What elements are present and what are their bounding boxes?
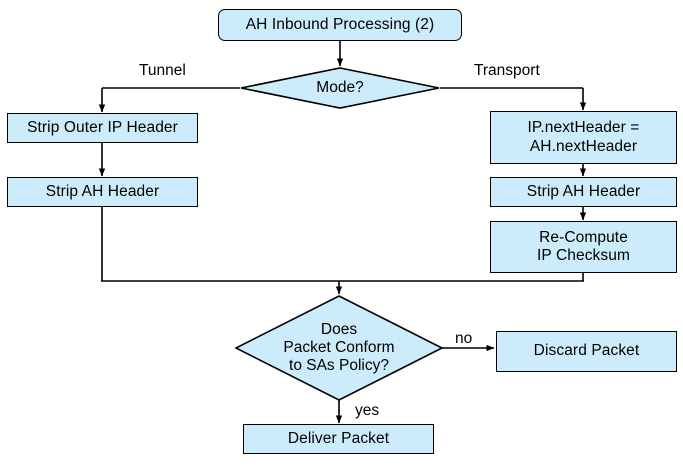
node-strip-ah-header-transport[interactable]: Strip AH Header: [490, 177, 677, 207]
edge-label-tunnel: Tunnel: [139, 62, 186, 79]
node-strip-outer-ip-header[interactable]: Strip Outer IP Header: [7, 113, 198, 143]
node-mode-decision-label: Mode?: [316, 78, 364, 96]
node-ip-next-header[interactable]: IP.nextHeader = AH.nextHeader: [490, 111, 677, 164]
conform-diamond-shape: [235, 295, 443, 401]
node-deliver-packet[interactable]: Deliver Packet: [243, 424, 434, 454]
node-start[interactable]: AH Inbound Processing (2): [218, 9, 462, 41]
edge-label-no: no: [455, 330, 473, 347]
node-strip-ah-header-tunnel[interactable]: Strip AH Header: [7, 177, 198, 207]
node-conform-decision[interactable]: Does Packet Conform to SAs Policy?: [235, 295, 443, 401]
node-mode-decision[interactable]: Mode?: [240, 67, 440, 109]
mode-diamond-shape: [240, 67, 440, 109]
node-conform-decision-label: Does Packet Conform to SAs Policy?: [283, 320, 395, 375]
node-discard-packet[interactable]: Discard Packet: [496, 331, 677, 372]
edge-label-yes: yes: [355, 402, 380, 419]
edge-label-transport: Transport: [474, 62, 540, 79]
node-recompute-ip-checksum[interactable]: Re-Compute IP Checksum: [490, 221, 677, 273]
